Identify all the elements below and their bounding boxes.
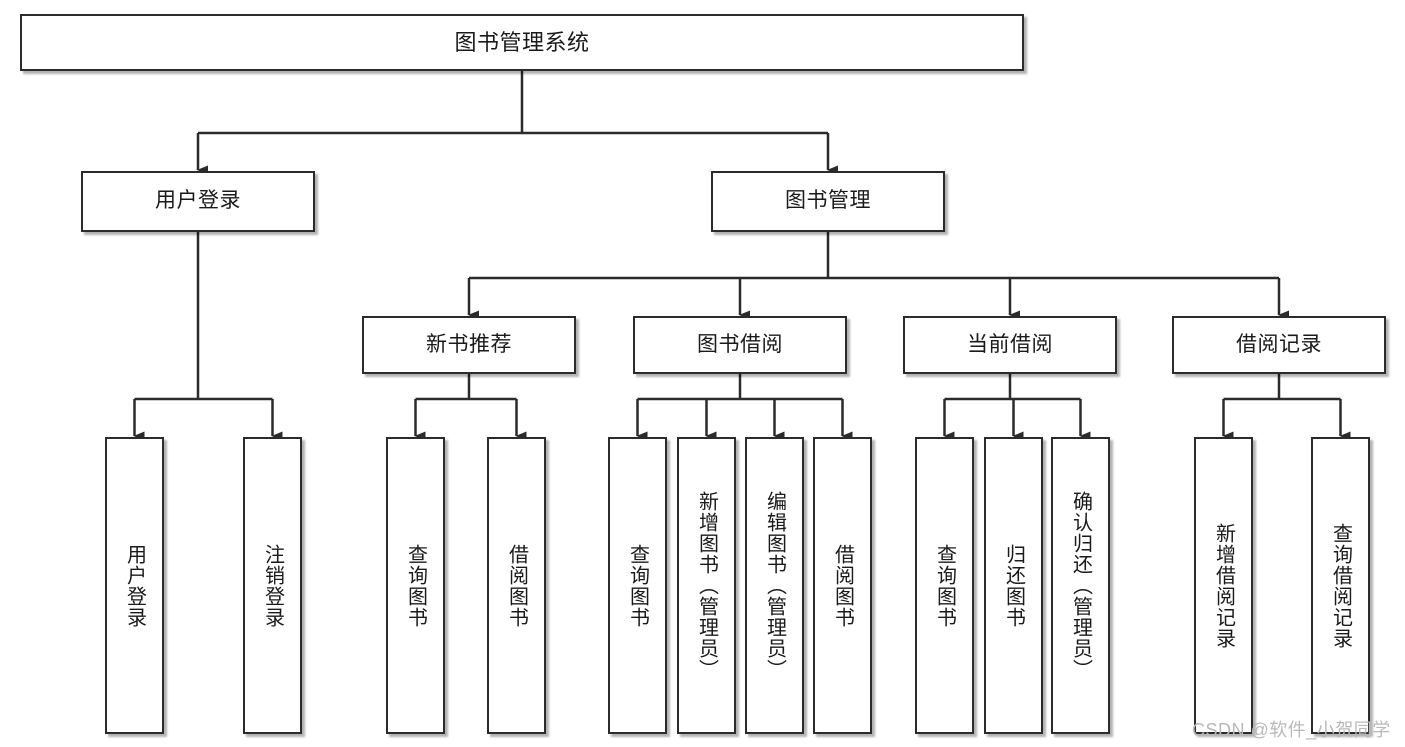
node-label-book-borrow: 图书借阅 bbox=[697, 332, 783, 356]
node-leaf-add-book-admin[interactable]: 新增图书（管理员） bbox=[677, 437, 736, 734]
node-label-leaf-query-borrow-record: 查询借阅记录 bbox=[1329, 522, 1352, 649]
node-leaf-user-login[interactable]: 用户登录 bbox=[105, 437, 164, 734]
node-label-leaf-add-book-admin: 新增图书（管理员） bbox=[695, 491, 718, 680]
node-user-login[interactable]: 用户登录 bbox=[81, 171, 315, 232]
node-label-leaf-edit-book-admin: 编辑图书（管理员） bbox=[763, 491, 786, 680]
node-label-leaf-return-book: 归还图书 bbox=[1002, 543, 1025, 628]
node-borrow-record[interactable]: 借阅记录 bbox=[1172, 316, 1386, 374]
node-label-user-login: 用户登录 bbox=[155, 189, 241, 213]
node-label-root: 图书管理系统 bbox=[454, 29, 590, 55]
node-leaf-borrow-book-2[interactable]: 借阅图书 bbox=[813, 437, 872, 734]
node-label-leaf-add-borrow-record: 新增借阅记录 bbox=[1212, 522, 1235, 649]
node-label-leaf-logout-login: 注销登录 bbox=[261, 543, 284, 628]
node-label-leaf-user-login: 用户登录 bbox=[123, 543, 146, 628]
node-root[interactable]: 图书管理系统 bbox=[20, 14, 1024, 71]
node-label-new-book-recommend: 新书推荐 bbox=[426, 332, 512, 356]
node-current-borrow[interactable]: 当前借阅 bbox=[903, 316, 1117, 374]
node-label-leaf-query-book-3: 查询图书 bbox=[933, 543, 956, 628]
node-label-book-management: 图书管理 bbox=[785, 189, 871, 213]
node-label-leaf-borrow-book-1: 借阅图书 bbox=[505, 543, 528, 628]
node-label-current-borrow: 当前借阅 bbox=[967, 332, 1053, 356]
node-leaf-borrow-book-1[interactable]: 借阅图书 bbox=[487, 437, 546, 734]
node-label-leaf-query-book-1: 查询图书 bbox=[404, 543, 427, 628]
node-label-leaf-query-book-2: 查询图书 bbox=[626, 543, 649, 628]
node-label-leaf-borrow-book-2: 借阅图书 bbox=[831, 543, 854, 628]
node-label-leaf-confirm-return-admin: 确认归还（管理员） bbox=[1069, 491, 1092, 680]
node-leaf-query-book-2[interactable]: 查询图书 bbox=[608, 437, 667, 734]
node-leaf-edit-book-admin[interactable]: 编辑图书（管理员） bbox=[745, 437, 804, 734]
node-leaf-query-borrow-record[interactable]: 查询借阅记录 bbox=[1311, 437, 1370, 734]
node-book-management[interactable]: 图书管理 bbox=[711, 171, 945, 232]
node-leaf-return-book[interactable]: 归还图书 bbox=[984, 437, 1043, 734]
node-leaf-confirm-return-admin[interactable]: 确认归还（管理员） bbox=[1051, 437, 1110, 734]
node-leaf-query-book-3[interactable]: 查询图书 bbox=[915, 437, 974, 734]
node-label-borrow-record: 借阅记录 bbox=[1236, 332, 1322, 356]
node-leaf-query-book-1[interactable]: 查询图书 bbox=[386, 437, 445, 734]
node-book-borrow[interactable]: 图书借阅 bbox=[633, 316, 847, 374]
node-leaf-add-borrow-record[interactable]: 新增借阅记录 bbox=[1194, 437, 1253, 734]
edge-lines bbox=[133, 71, 1351, 441]
node-new-book-recommend[interactable]: 新书推荐 bbox=[362, 316, 576, 374]
node-leaf-logout-login[interactable]: 注销登录 bbox=[243, 437, 302, 734]
